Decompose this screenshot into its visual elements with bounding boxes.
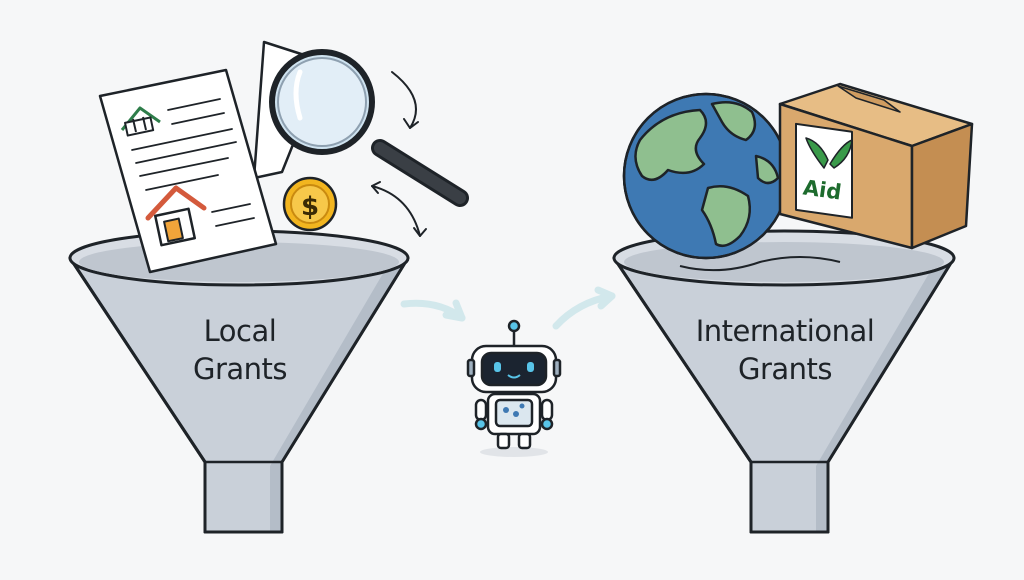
right-funnel-label: International Grants — [670, 312, 900, 389]
aid-box-label: Aid — [801, 175, 843, 205]
motion-arrows — [371, 71, 427, 237]
left-funnel-line2: Grants — [192, 352, 288, 387]
left-funnel-line1: Local — [203, 314, 277, 348]
right-funnel-line2: Grants — [737, 352, 833, 387]
left-funnel-label: Local Grants — [150, 312, 330, 389]
magnifying-glass-icon — [269, 49, 469, 207]
house-logo-icon — [120, 106, 161, 137]
right-funnel-line1: International — [695, 314, 875, 348]
dollar-coin-icon: $ — [282, 176, 338, 232]
robot-icon — [466, 319, 562, 457]
flow-arrows — [400, 286, 616, 330]
coin-symbol: $ — [301, 192, 319, 222]
globe-icon — [622, 92, 790, 260]
house-icon — [145, 185, 207, 247]
aid-box-icon — [778, 82, 974, 250]
grant-document-icon — [98, 40, 328, 274]
